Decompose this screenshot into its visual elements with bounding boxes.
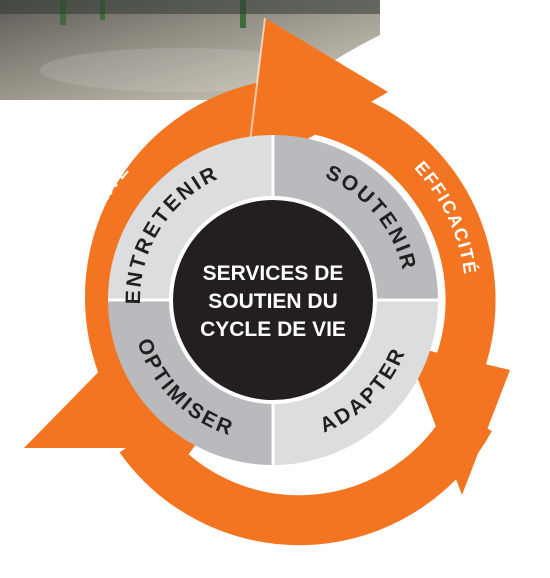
arrow-left	[24, 350, 186, 448]
svg-text:CYCLE DE VIE: CYCLE DE VIE	[200, 318, 346, 341]
center-circle	[169, 196, 377, 404]
center-title: SERVICES DE SOUTIEN DU CYCLE DE VIE	[200, 262, 346, 341]
svg-text:SOUTIEN DU: SOUTIEN DU	[208, 290, 338, 313]
ring-arc-bottom	[119, 406, 492, 546]
svg-text:SERVICES DE: SERVICES DE	[203, 262, 344, 285]
arrow-right	[405, 345, 510, 495]
